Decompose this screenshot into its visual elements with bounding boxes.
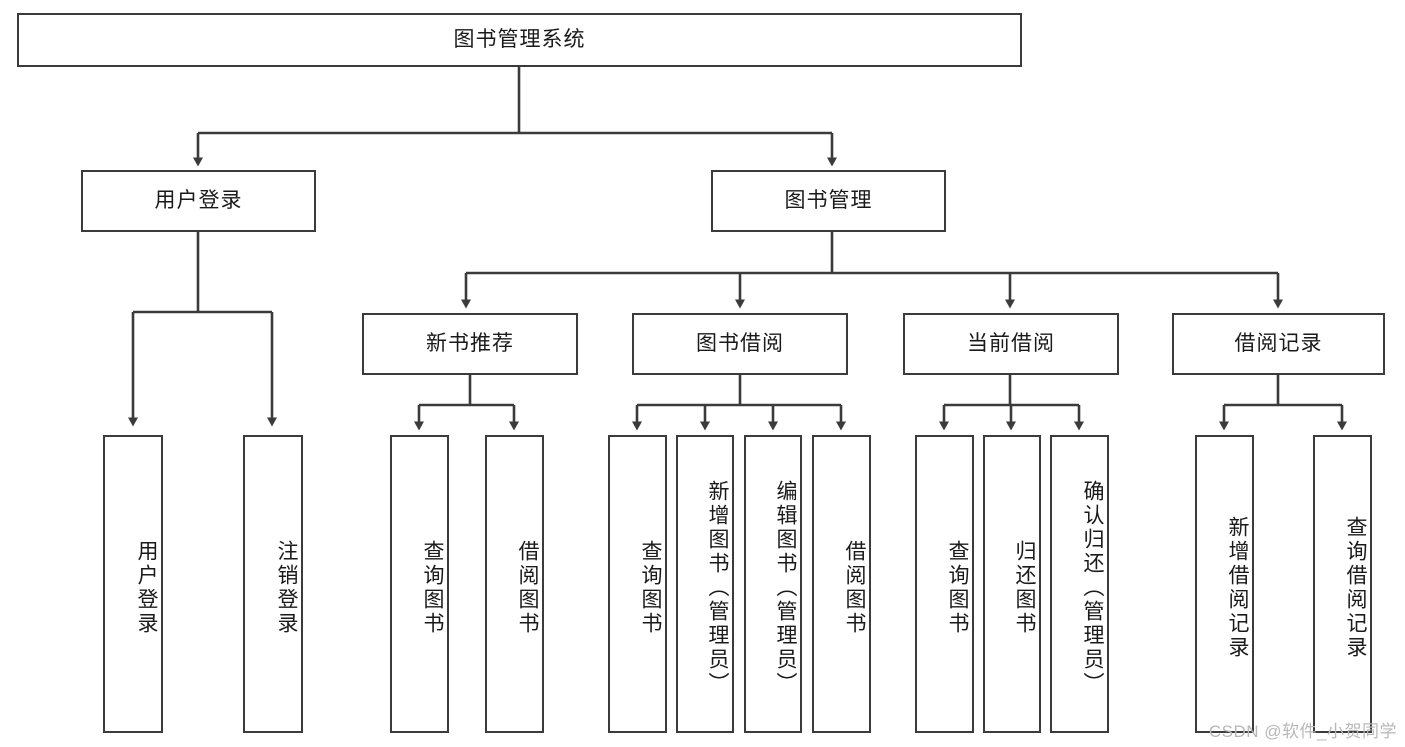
- node-leaf-edit-book-label: 编辑图书（管理员）: [774, 480, 797, 696]
- node-leaf-user-login[interactable]: 用户登录: [103, 435, 163, 733]
- node-current-borrow[interactable]: 当前借阅: [903, 313, 1119, 375]
- node-book-manage-label: 图书管理: [784, 189, 873, 213]
- node-leaf-logout-label: 注销登录: [275, 540, 298, 636]
- node-current-borrow-label: 当前借阅: [967, 332, 1055, 356]
- node-user-login[interactable]: 用户登录: [81, 170, 316, 232]
- node-leaf-add-record-label: 新增借阅记录: [1226, 516, 1249, 660]
- node-leaf-add-book-label: 新增图书（管理员）: [706, 480, 729, 696]
- node-leaf-return-book[interactable]: 归还图书: [983, 435, 1041, 733]
- node-leaf-query-book-2-label: 查询图书: [639, 540, 662, 636]
- node-leaf-query-book-1-label: 查询图书: [421, 540, 444, 636]
- node-leaf-query-record-label: 查询借阅记录: [1344, 516, 1367, 660]
- node-borrow-record-label: 借阅记录: [1234, 332, 1323, 356]
- node-user-login-label: 用户登录: [154, 189, 243, 213]
- node-leaf-edit-book[interactable]: 编辑图书（管理员）: [744, 435, 802, 733]
- node-leaf-borrow-book-1-label: 借阅图书: [516, 540, 539, 636]
- node-leaf-add-book[interactable]: 新增图书（管理员）: [676, 435, 734, 733]
- node-leaf-confirm-return-label: 确认归还（管理员）: [1081, 480, 1104, 696]
- node-leaf-borrow-book-1[interactable]: 借阅图书: [485, 435, 544, 733]
- node-book-borrow-label: 图书借阅: [696, 332, 784, 356]
- node-leaf-return-book-label: 归还图书: [1013, 540, 1036, 636]
- node-root[interactable]: 图书管理系统: [17, 13, 1022, 67]
- node-leaf-logout[interactable]: 注销登录: [243, 435, 303, 733]
- watermark: CSDN @软件_小贺同学: [1208, 722, 1397, 741]
- node-new-book-rec[interactable]: 新书推荐: [362, 313, 578, 375]
- node-leaf-query-record[interactable]: 查询借阅记录: [1313, 435, 1372, 733]
- node-book-manage[interactable]: 图书管理: [711, 170, 946, 232]
- node-leaf-query-book-3-label: 查询图书: [946, 540, 969, 636]
- node-borrow-record[interactable]: 借阅记录: [1172, 313, 1385, 375]
- node-leaf-query-book-3[interactable]: 查询图书: [915, 435, 974, 733]
- node-leaf-add-record[interactable]: 新增借阅记录: [1195, 435, 1254, 733]
- node-leaf-confirm-return[interactable]: 确认归还（管理员）: [1050, 435, 1109, 733]
- node-leaf-query-book-2[interactable]: 查询图书: [608, 435, 667, 733]
- node-book-borrow[interactable]: 图书借阅: [632, 313, 848, 375]
- node-leaf-borrow-book-2[interactable]: 借阅图书: [812, 435, 871, 733]
- node-new-book-rec-label: 新书推荐: [426, 332, 514, 356]
- node-leaf-borrow-book-2-label: 借阅图书: [843, 540, 866, 636]
- node-leaf-user-login-label: 用户登录: [135, 540, 158, 636]
- node-leaf-query-book-1[interactable]: 查询图书: [390, 435, 449, 733]
- node-root-label: 图书管理系统: [453, 28, 586, 52]
